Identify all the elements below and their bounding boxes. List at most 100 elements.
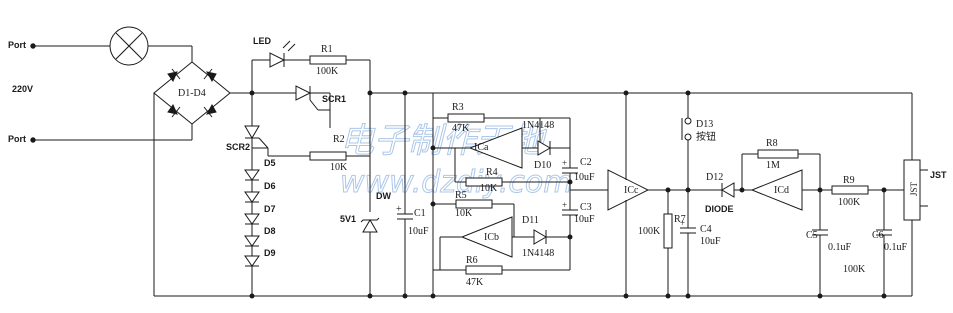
diode-d10 bbox=[537, 140, 551, 156]
r5-label: R5 bbox=[455, 190, 467, 201]
junction-dot bbox=[817, 187, 823, 193]
resistor-r7 bbox=[663, 213, 673, 249]
icd-block: D12 DIODE ICd R8 1M R9 100K C5 0.1uF 100… bbox=[705, 138, 908, 296]
diode-d12 bbox=[721, 182, 735, 198]
resistor-r5 bbox=[455, 199, 493, 209]
led-label: LED bbox=[253, 36, 272, 46]
r6-label: R6 bbox=[466, 255, 478, 266]
scr1-label: SCR1 bbox=[322, 94, 346, 104]
c2-value: 10uF bbox=[574, 172, 595, 183]
junction-dot bbox=[817, 293, 823, 299]
r6-value: 47K bbox=[466, 277, 484, 288]
svg-text:+: + bbox=[680, 218, 685, 228]
svg-text:+: + bbox=[562, 158, 567, 168]
d5-label: D5 bbox=[264, 158, 276, 168]
junction-dot bbox=[249, 293, 255, 299]
port-bottom-label: Port bbox=[8, 134, 26, 144]
bridge-label: D1-D4 bbox=[178, 88, 206, 99]
c5-value: 0.1uF bbox=[828, 242, 852, 253]
junction-dot bbox=[623, 293, 629, 299]
r4-value: 10K bbox=[480, 183, 498, 194]
r7-value: 100K bbox=[638, 226, 661, 237]
dw-label: DW bbox=[376, 191, 391, 201]
ground-rail bbox=[154, 270, 912, 299]
diode-chain: D5 D6 D7 D8 D9 bbox=[244, 158, 276, 296]
d13-name: 按钮 bbox=[696, 130, 716, 143]
junction-dot bbox=[665, 293, 671, 299]
opamp-icc bbox=[607, 169, 650, 211]
junction-dot bbox=[249, 90, 255, 96]
jst-connector: JST JST bbox=[903, 93, 947, 296]
svg-text:+: + bbox=[562, 200, 567, 210]
d12-type: DIODE bbox=[705, 204, 734, 214]
lamp-symbol bbox=[109, 26, 149, 66]
junction-dot bbox=[430, 201, 436, 207]
mains-label: 220V bbox=[12, 84, 33, 94]
d11-type: 1N4148 bbox=[522, 248, 554, 259]
r9-value: 100K bbox=[838, 197, 861, 208]
r3-value: 47K bbox=[452, 123, 470, 134]
junction-dot bbox=[567, 234, 573, 240]
diode-d11 bbox=[533, 229, 547, 245]
junction-dot bbox=[685, 293, 691, 299]
button-contact-bottom bbox=[684, 133, 692, 141]
r8-value: 1M bbox=[766, 160, 780, 171]
c3-label: C3 bbox=[580, 202, 592, 213]
d6-label: D6 bbox=[264, 181, 276, 191]
c1-value: 10uF bbox=[408, 226, 429, 237]
jst-label: JST bbox=[930, 170, 947, 180]
junction-dot bbox=[402, 90, 408, 96]
resistor-r3 bbox=[447, 113, 485, 123]
bridge-rectifier: D1-D4 bbox=[153, 61, 252, 296]
d10-type: 1N4148 bbox=[522, 120, 554, 131]
c3-value: 10uF bbox=[574, 214, 595, 225]
resistor-r9 bbox=[831, 185, 869, 195]
junction-dot bbox=[685, 187, 691, 193]
d8-label: D8 bbox=[264, 226, 276, 236]
junction-dot bbox=[402, 293, 408, 299]
c4-value: 10uF bbox=[700, 236, 721, 247]
d7-label: D7 bbox=[264, 204, 276, 214]
scr2-label: SCR2 bbox=[226, 142, 250, 152]
icc-block: ICc R7 100K + C4 10uF D13 按钮 bbox=[570, 93, 721, 296]
button-contact-top bbox=[684, 117, 692, 125]
ica-label: ICa bbox=[474, 142, 489, 153]
c2-label: C2 bbox=[580, 157, 592, 168]
d12-label: D12 bbox=[706, 172, 723, 183]
icb-label: ICb bbox=[484, 232, 499, 243]
svg-text:+: + bbox=[396, 204, 402, 215]
resistor-r1: R1 100K bbox=[309, 44, 347, 77]
junction-dot bbox=[430, 145, 436, 151]
r5-value: 10K bbox=[455, 208, 473, 219]
jst-side-label: JST bbox=[909, 181, 919, 196]
port-top-label: Port bbox=[8, 40, 26, 50]
r7-label: R7 bbox=[674, 214, 686, 225]
signal-junctions bbox=[249, 90, 887, 240]
d11-label: D11 bbox=[522, 215, 539, 226]
junction-dot bbox=[623, 90, 629, 96]
c5-r-value: 100K bbox=[843, 264, 866, 275]
resistor-r6 bbox=[465, 265, 503, 275]
r1-value: 100K bbox=[316, 66, 339, 77]
r3-label: R3 bbox=[452, 102, 464, 113]
d10-label: D10 bbox=[534, 160, 551, 171]
r2-value: 10K bbox=[330, 162, 348, 173]
junction-dot bbox=[665, 187, 671, 193]
dw-value: 5V1 bbox=[340, 214, 356, 224]
c1-label: C1 bbox=[414, 208, 426, 219]
c5-label: C5 bbox=[806, 230, 818, 241]
r9-label: R9 bbox=[843, 175, 855, 186]
junction-dot bbox=[367, 90, 373, 96]
junction-dot bbox=[567, 179, 573, 185]
d13-label: D13 bbox=[696, 119, 713, 130]
zener-dw: DW 5V1 bbox=[340, 191, 391, 296]
c6-value: 0.1uF bbox=[884, 242, 908, 253]
junction-dot bbox=[881, 293, 887, 299]
junction-dot bbox=[367, 293, 373, 299]
junction-dot bbox=[739, 187, 745, 193]
junction-dot bbox=[685, 90, 691, 96]
icc-label: ICc bbox=[624, 185, 639, 196]
d9-label: D9 bbox=[264, 248, 276, 258]
r4-label: R4 bbox=[486, 167, 498, 178]
